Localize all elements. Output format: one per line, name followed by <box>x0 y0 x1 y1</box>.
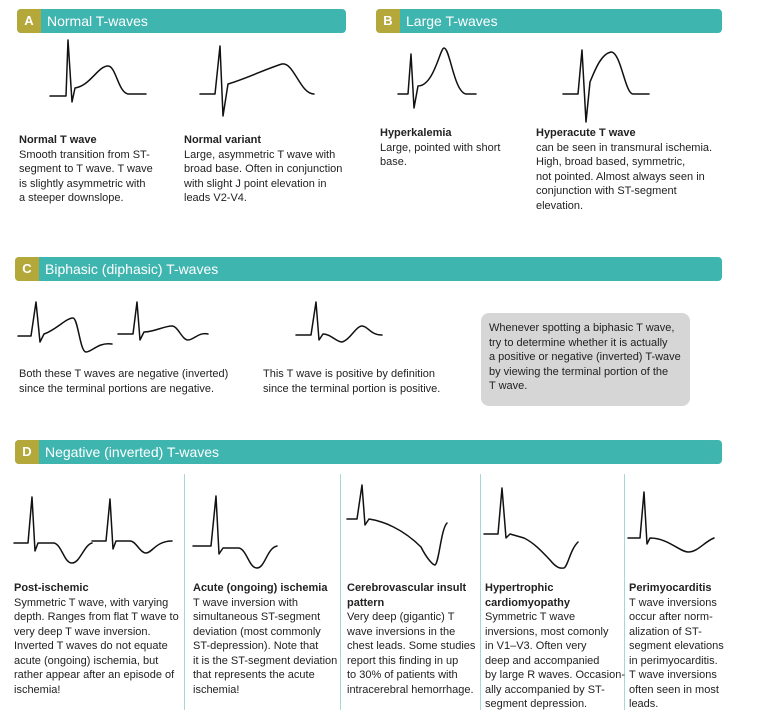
section-d-badge: D <box>15 440 39 464</box>
hyperkalemia-title: Hyperkalemia <box>380 127 452 139</box>
post-ischemic-ecg-2 <box>91 498 173 554</box>
hyperacute-title: Hyperacute T wave <box>536 127 636 139</box>
cerebrovascular-block: Cerebrovascular insult pattern Very deep… <box>347 581 482 697</box>
normal-t-wave-title: Normal T wave <box>19 134 97 146</box>
hypertrophic-block: Hypertrophic cardiomyopathy Symmetric T … <box>485 581 627 712</box>
section-c-header: C Biphasic (diphasic) T-waves <box>15 257 722 281</box>
hyperacute-t-wave-ecg <box>562 49 650 123</box>
biphasic-negative-caption: Both these T waves are negative (inverte… <box>19 367 269 396</box>
biphasic-positive-ecg <box>295 301 383 343</box>
perimyocarditis-ecg <box>627 491 715 553</box>
column-divider <box>184 474 185 710</box>
hyperkalemia-block: Hyperkalemia Large, pointed with short b… <box>380 126 530 170</box>
hypertrophic-ecg <box>483 487 579 569</box>
biphasic-positive-text: This T wave is positive by definition si… <box>263 368 441 395</box>
normal-t-wave-desc: Smooth transition from ST- segment to T … <box>19 148 153 205</box>
biphasic-negative-ecg-1 <box>17 301 113 353</box>
cerebrovascular-title: Cerebrovascular insult pattern <box>347 582 467 609</box>
post-ischemic-title: Post-ischemic <box>14 582 89 594</box>
hyperkalemia-desc: Large, pointed with short base. <box>380 141 501 169</box>
perimyocarditis-desc: T wave inversions occur after norm- aliz… <box>629 596 724 711</box>
column-divider <box>624 474 625 710</box>
section-b-badge: B <box>376 9 400 33</box>
acute-ischemia-desc: T wave inversion with simultaneous ST-se… <box>193 596 338 696</box>
biphasic-positive-caption: This T wave is positive by definition si… <box>263 367 473 396</box>
section-a-header: A Normal T-waves <box>17 9 346 33</box>
cerebrovascular-ecg <box>346 484 448 566</box>
hyperacute-desc: can be seen in transmural ischemia. High… <box>536 141 713 212</box>
hyperacute-block: Hyperacute T wave can be seen in transmu… <box>536 126 736 213</box>
post-ischemic-ecg-1 <box>13 496 93 564</box>
acute-ischemia-block: Acute (ongoing) ischemia T wave inversio… <box>193 581 343 697</box>
perimyocarditis-block: Perimyocarditis T wave inversions occur … <box>629 581 759 712</box>
normal-t-wave-block: Normal T wave Smooth transition from ST-… <box>19 133 184 206</box>
biphasic-note-box: Whenever spotting a biphasic T wave, try… <box>481 313 690 406</box>
section-a-badge: A <box>17 9 41 33</box>
section-b-header: B Large T-waves <box>376 9 722 33</box>
acute-ischemia-title: Acute (ongoing) ischemia <box>193 582 328 594</box>
section-a-title: Normal T-waves <box>47 13 148 29</box>
section-b-title: Large T-waves <box>406 13 498 29</box>
section-d-title: Negative (inverted) T-waves <box>45 444 220 460</box>
column-divider <box>480 474 481 710</box>
normal-variant-block: Normal variant Large, asymmetric T wave … <box>184 133 374 206</box>
post-ischemic-block: Post-ischemic Symmetric T wave, with var… <box>14 581 186 697</box>
cerebrovascular-desc: Very deep (gigantic) T wave inversions i… <box>347 611 476 696</box>
normal-variant-title: Normal variant <box>184 134 262 146</box>
section-d-header: D Negative (inverted) T-waves <box>15 440 722 464</box>
post-ischemic-desc: Symmetric T wave, with varying depth. Ra… <box>14 596 179 696</box>
biphasic-negative-ecg-2 <box>117 301 209 341</box>
column-divider <box>340 474 341 710</box>
hypertrophic-title: Hypertrophic cardiomyopathy <box>485 582 570 609</box>
section-c-badge: C <box>15 257 39 281</box>
acute-ischemia-ecg <box>192 495 278 569</box>
hyperkalemia-ecg <box>397 47 477 109</box>
perimyocarditis-title: Perimyocarditis <box>629 582 712 594</box>
hypertrophic-desc: Symmetric T wave inversions, most comonl… <box>485 611 625 710</box>
biphasic-negative-text: Both these T waves are negative (inverte… <box>19 368 229 395</box>
normal-variant-desc: Large, asymmetric T wave with broad base… <box>184 148 343 205</box>
normal-t-wave-ecg <box>49 39 147 103</box>
section-c-title: Biphasic (diphasic) T-waves <box>45 261 219 277</box>
normal-variant-ecg <box>199 45 315 117</box>
